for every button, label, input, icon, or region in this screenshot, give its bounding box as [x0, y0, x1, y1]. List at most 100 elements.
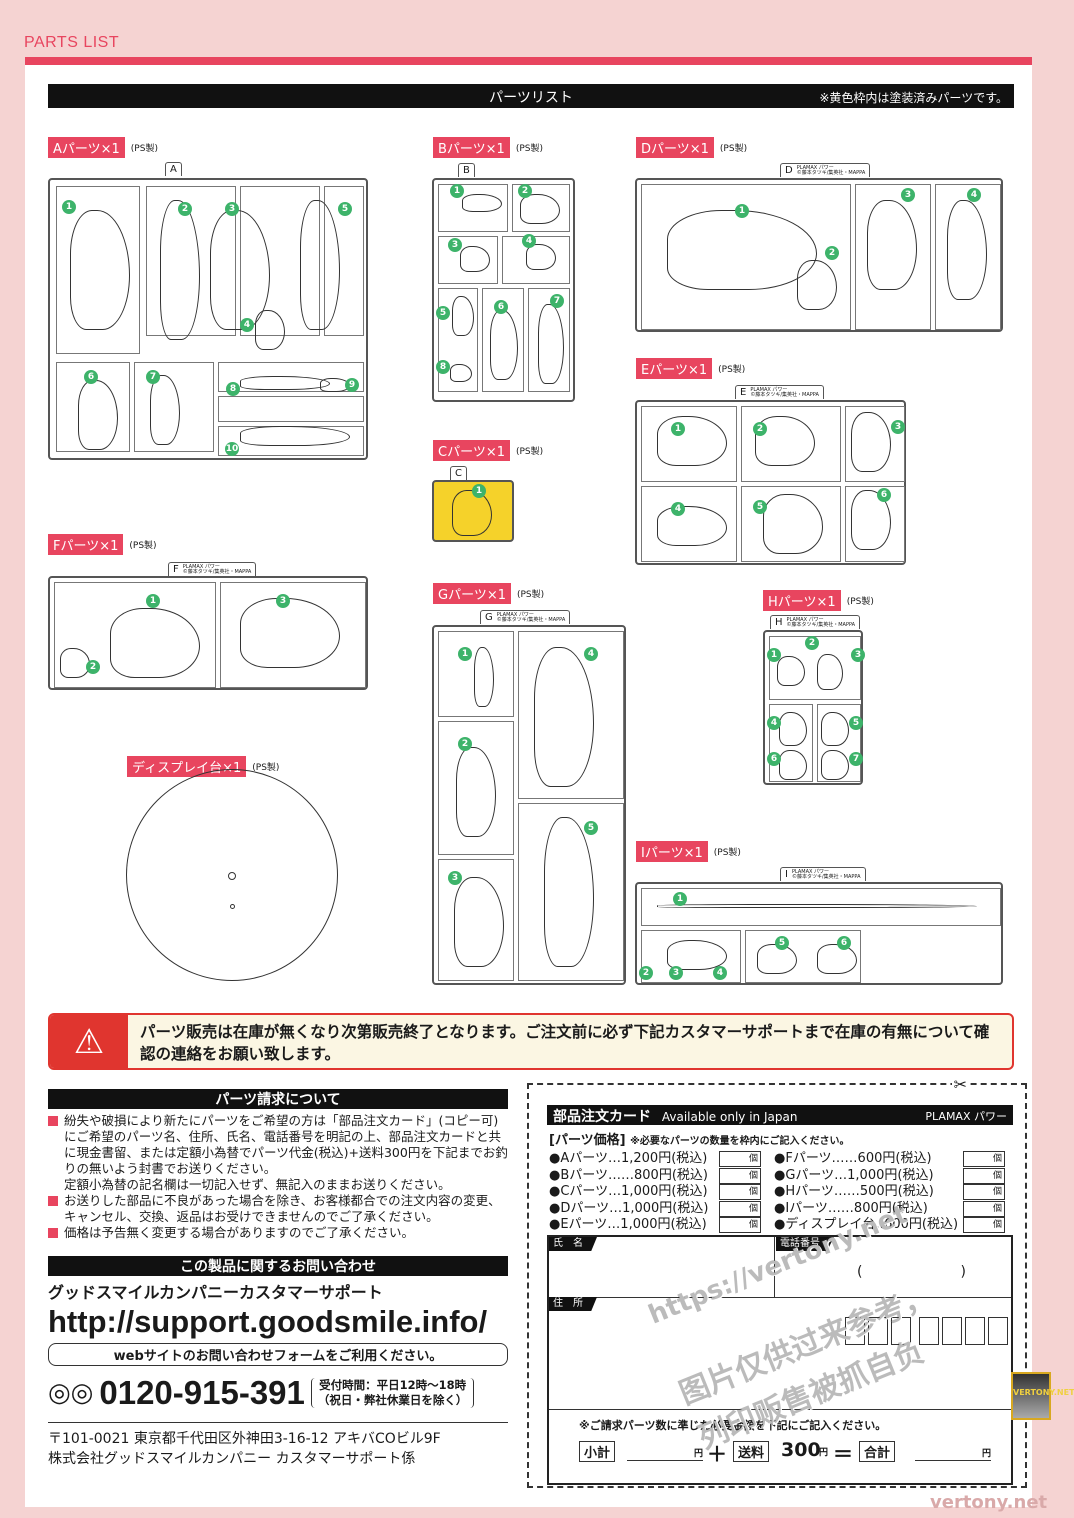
part-drawing: [851, 490, 891, 550]
phone-field[interactable]: ( ): [777, 1237, 1011, 1297]
runner-label-f: Fパーツ×1(PS製): [48, 534, 157, 555]
name-field[interactable]: [549, 1237, 775, 1297]
part-drawing: [779, 750, 807, 780]
part-drawing: [777, 656, 805, 686]
part-drawing: [851, 412, 891, 472]
warning-text: パーツ販売は在庫が無くなり次第販売終了となります。ご注文前に必ず下記カスタマーサ…: [140, 1023, 990, 1063]
part-drawing: [657, 416, 727, 466]
unit-label: 個: [748, 1220, 758, 1230]
part-number-badge: 7: [550, 294, 564, 308]
postal-code-box[interactable]: [919, 1317, 939, 1345]
postal-code-box[interactable]: [988, 1317, 1008, 1345]
postal-code-box[interactable]: [965, 1317, 985, 1345]
part-drawing: [450, 364, 472, 382]
unit-label: 個: [992, 1203, 1002, 1214]
part-number-badge: 5: [338, 202, 352, 216]
quantity-box[interactable]: 個: [963, 1151, 1005, 1167]
quantity-box[interactable]: 個: [963, 1184, 1005, 1200]
part-drawing: [150, 375, 180, 445]
postal-code-box[interactable]: [868, 1317, 888, 1345]
part-drawing: [462, 194, 502, 212]
runner-tag-label: Gパーツ×1: [433, 583, 511, 604]
part-number-badge: 9: [345, 378, 359, 392]
quantity-box[interactable]: 個: [963, 1167, 1005, 1184]
runner-material: (PS製): [719, 144, 748, 154]
postal-code-box[interactable]: [891, 1317, 911, 1345]
runner-copyright-text: ©藤本タツキ/集英社・MAPPA: [786, 621, 856, 628]
part-number-badge: 2: [753, 422, 767, 436]
display-base-material: (PS製): [252, 763, 280, 773]
part-drawing: [797, 260, 837, 310]
part-number-badge: 3: [448, 871, 462, 885]
part-number-badge: 1: [146, 594, 160, 608]
part-drawing: [160, 200, 200, 340]
support-name: グッドスマイルカンパニーカスタマーサポート: [48, 1283, 383, 1302]
postal-code-box[interactable]: [942, 1317, 962, 1345]
runner-cell: [220, 582, 366, 688]
runner-cell: [56, 186, 140, 354]
part-number-badge: 3: [225, 202, 239, 216]
quantity-box[interactable]: 個: [719, 1200, 761, 1217]
price-note: ※必要なパーツの数量を枠内にご記入ください。: [630, 1136, 850, 1147]
phone-label: 電話番号: [776, 1237, 834, 1251]
part-number-badge: 1: [673, 892, 687, 906]
part-number-badge: 3: [669, 966, 683, 980]
runner-material: (PS製): [846, 597, 874, 607]
runner-id: H: [775, 617, 783, 628]
runner-label-i: Iパーツ×1(PS製): [636, 841, 741, 862]
runner-tag-label: Hパーツ×1: [763, 590, 841, 611]
postal-code-box[interactable]: [845, 1317, 865, 1345]
runner-copyright: PLAMAX パワー©藤本タツキ/集英社・MAPPA: [797, 165, 866, 176]
runner-material: (PS製): [515, 447, 544, 457]
runner-label-a: Aパーツ×1(PS製): [48, 137, 158, 158]
order-form: 氏 名 電話番号 ( ) 住 所 ※ご請求パーツ数に準じた必要金額を下記にご記入…: [547, 1235, 1013, 1485]
unit-label: 個: [748, 1154, 758, 1164]
part-drawing: [452, 296, 474, 336]
hours-line2: （祝日・弊社休業日を除く）: [317, 1393, 468, 1407]
part-drawing: [110, 608, 200, 678]
total-field[interactable]: 円: [915, 1443, 991, 1461]
part-drawing: [667, 940, 727, 970]
quantity-box[interactable]: 個: [719, 1151, 761, 1167]
unit-label: 個: [748, 1187, 758, 1197]
order-card: ✂ 部品注文カード Available only in Japan PLAMAX…: [527, 1075, 1027, 1488]
address-line2: 株式会社グッドスマイルカンパニー カスタマーサポート係: [48, 1451, 416, 1467]
runner-cell: [845, 486, 905, 562]
part-number-badge: 1: [472, 484, 486, 498]
parts-list-title: パーツリスト: [489, 90, 573, 106]
part-drawing: [240, 598, 340, 668]
quantity-box[interactable]: 個: [719, 1184, 761, 1200]
price-row: ●ディスプレイ台‥600円(税込): [774, 1217, 959, 1232]
support-url-link[interactable]: http://support.goodsmile.info/: [48, 1304, 488, 1339]
divider: [48, 1422, 508, 1423]
part-drawing: [534, 647, 594, 787]
price-row: ●Iパーツ……800円(税込): [774, 1200, 928, 1216]
request-item: 紛失や破損により新たにパーツをご希望の方は「部品注文カード」(コピー可)にご希望…: [48, 1113, 508, 1177]
part-number-badge: 1: [671, 422, 685, 436]
runner-label-b: Bパーツ×1(PS製): [433, 137, 543, 158]
runner-id-tag: C: [450, 466, 467, 480]
order-card-header: 部品注文カード Available only in Japan PLAMAX パ…: [547, 1105, 1013, 1125]
order-card-subtitle: Available only in Japan: [661, 1110, 798, 1124]
runner-material: (PS製): [718, 365, 746, 375]
runner-id: C: [455, 468, 462, 479]
quantity-box[interactable]: 個: [719, 1217, 761, 1233]
part-number-badge: 4: [713, 966, 727, 980]
quantity-box[interactable]: 個: [963, 1217, 1005, 1233]
quantity-box[interactable]: 個: [963, 1200, 1005, 1217]
subtotal-field[interactable]: 円: [627, 1443, 703, 1461]
unit-label: 個: [748, 1203, 758, 1214]
quantity-box[interactable]: 個: [719, 1167, 761, 1184]
runner-cell: [769, 704, 813, 782]
part-drawing: [755, 416, 815, 466]
contact-section: この製品に関するお問い合わせ グッドスマイルカンパニーカスタマーサポート htt…: [48, 1256, 508, 1469]
part-number-badge: 4: [671, 502, 685, 516]
runner-brand: PLAMAX パワー: [182, 563, 220, 570]
